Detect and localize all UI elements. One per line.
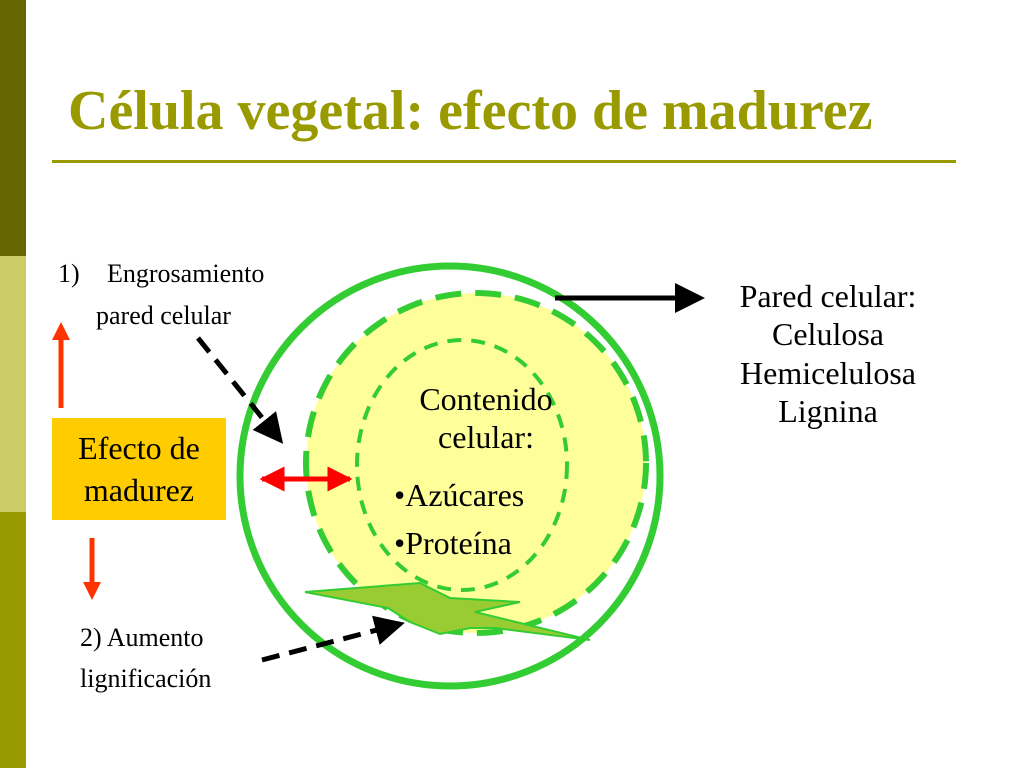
wall-label: Pared celular: Celulosa Hemicelulosa Lig…: [712, 277, 944, 431]
content-label-line1: Contenido: [419, 381, 553, 417]
slide-title: Célula vegetal: efecto de madurez: [68, 80, 873, 142]
sidebar-accent: [0, 0, 26, 768]
effect-label-line1: Efecto de: [78, 430, 200, 466]
wall-label-line1: Pared celular:: [739, 278, 917, 314]
step1-dashed-arrow: [196, 336, 284, 444]
increase-up-arrowhead: [52, 322, 70, 340]
lightning-bolt: [304, 581, 591, 641]
sidebar-segment-dark: [0, 0, 26, 256]
step2-label-line1: 2) Aumento: [80, 623, 204, 652]
effect-label-line2: madurez: [83, 472, 195, 508]
content-label: Contenido celular:: [396, 380, 576, 457]
step2-label-line2: lignificación: [80, 664, 212, 693]
step1-number: 1): [58, 259, 80, 288]
sidebar-segment-light: [0, 256, 26, 512]
dashed-cell-wall: [303, 290, 649, 636]
step1-label-line1: Engrosamiento: [107, 259, 265, 288]
wall-label-line2: Celulosa: [772, 316, 884, 353]
inner-content-boundary: [355, 338, 569, 592]
wall-label-line3: Hemicelulosa: [740, 354, 916, 391]
title-rule: [52, 160, 956, 163]
content-label-line2: celular:: [438, 419, 534, 456]
content-item-sugars: •Azúcares: [394, 477, 525, 513]
effect-box: Efecto de madurez: [52, 418, 226, 520]
wall-label-line4: Lignina: [778, 393, 878, 430]
content-item-protein: •Proteína: [394, 525, 512, 561]
step1-label-line2: pared celular: [96, 301, 231, 330]
sidebar-segment-mid: [0, 512, 26, 768]
increase-down-arrowhead: [83, 582, 101, 600]
step2-dashed-arrow: [261, 615, 405, 663]
